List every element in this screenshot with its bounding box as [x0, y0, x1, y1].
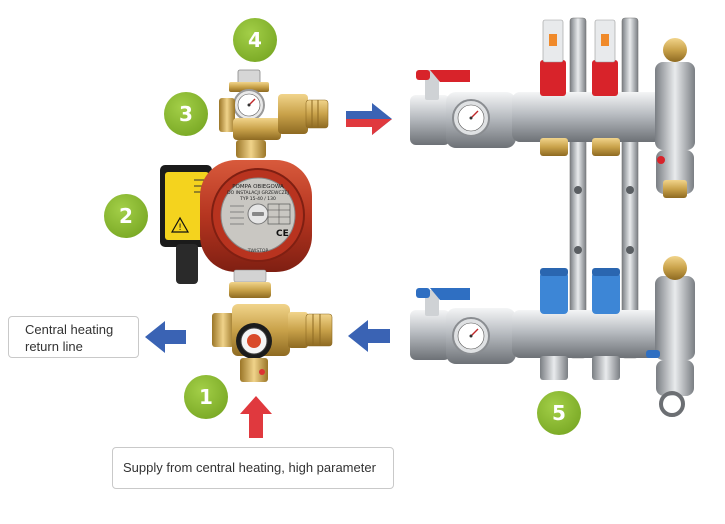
- manifold-supply-bar: [410, 19, 695, 198]
- return-line-label-line-2: return line: [25, 339, 83, 354]
- pump-title-2: DO INSTALACJI GRZEWCZEJ: [227, 190, 289, 196]
- floor-heating-manifold: [410, 17, 695, 417]
- svg-text:3: 3: [179, 102, 193, 126]
- svg-text:4: 4: [248, 28, 262, 52]
- arrow-right-icon: [346, 103, 392, 135]
- pump-title-1: POMPA OBIEGOWA: [232, 184, 284, 190]
- badge-5: 5: [537, 391, 581, 435]
- svg-text:1: 1: [199, 385, 213, 409]
- pump-title-3: TYP 15-40 / 130: [239, 196, 276, 202]
- badge-1: 1: [184, 375, 228, 419]
- supply-label-text: Supply from central heating, high parame…: [123, 460, 376, 475]
- pump-brand: TWISTOP: [247, 248, 269, 254]
- svg-text:5: 5: [552, 401, 566, 425]
- circulation-pump: ! POMPA OBIEGOWA DO INSTALACJI GRZEWCZEJ…: [160, 160, 312, 284]
- badge-3: 3: [164, 92, 208, 136]
- ce-mark-icon: CE: [276, 229, 289, 239]
- return-line-label-line-1: Central heating: [25, 322, 114, 337]
- supply-label: Supply from central heating, high parame…: [112, 447, 394, 489]
- badge-2: 2: [104, 194, 148, 238]
- manifold-return-bar: [410, 256, 695, 417]
- return-line-label: Central heating return line: [8, 316, 139, 358]
- svg-text:2: 2: [119, 204, 133, 228]
- pressure-gauge-icon: [233, 89, 265, 121]
- arrow-left-icon: [348, 320, 390, 352]
- warning-icon: !: [170, 216, 190, 233]
- pump-mixing-assembly: ! POMPA OBIEGOWA DO INSTALACJI GRZEWCZEJ…: [160, 69, 333, 382]
- arrow-left-icon: [145, 321, 186, 353]
- svg-text:!: !: [178, 223, 182, 233]
- badge-4: 4: [233, 18, 277, 62]
- thermometer-icon: [452, 99, 490, 137]
- arrow-up-icon: [240, 396, 272, 438]
- thermostatic-mixing-valve: [212, 304, 333, 382]
- thermometer-icon: [452, 317, 490, 355]
